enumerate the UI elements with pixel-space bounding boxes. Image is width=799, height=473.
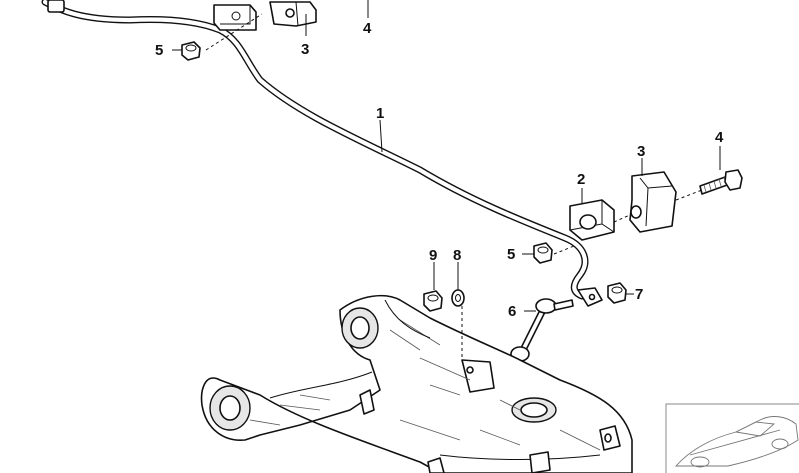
collar-nut[interactable] (423, 290, 443, 312)
right-rubber-bushing[interactable] (569, 199, 615, 241)
washer[interactable] (451, 289, 465, 307)
rear-axle-subframe (200, 294, 633, 473)
callout-2: 2 (577, 171, 585, 188)
callout-5-mid: 5 (507, 246, 515, 263)
callout-labels: 1 2 3 3 4 4 5 5 6 7 8 9 (155, 20, 724, 320)
callout-4-right: 4 (715, 129, 724, 146)
right-hex-bolt[interactable] (699, 169, 743, 195)
callout-3-top: 3 (301, 41, 309, 58)
callout-5-top: 5 (155, 42, 163, 59)
top-rubber-bushing[interactable] (213, 4, 257, 31)
callout-9: 9 (429, 247, 437, 264)
callout-7: 7 (635, 286, 643, 303)
self-locking-nut[interactable] (607, 282, 627, 304)
top-left-end-fitting[interactable] (47, 0, 65, 13)
callout-4-top: 4 (363, 20, 372, 37)
callout-6: 6 (508, 303, 516, 320)
right-clamp-bracket[interactable] (629, 171, 677, 233)
callout-1: 1 (376, 105, 384, 122)
top-clamp-bracket[interactable] (269, 1, 317, 27)
top-hex-nut[interactable] (181, 41, 201, 61)
callout-3-right: 3 (637, 143, 645, 160)
stabilizer-bar[interactable] (41, 0, 603, 307)
middle-hex-nut[interactable] (533, 242, 553, 264)
leader-lines (172, 0, 721, 362)
callout-8: 8 (453, 247, 461, 264)
car-outline-icon (675, 416, 799, 468)
vehicle-locator-thumbnail (665, 403, 799, 473)
stabilizer-link[interactable] (499, 298, 574, 366)
